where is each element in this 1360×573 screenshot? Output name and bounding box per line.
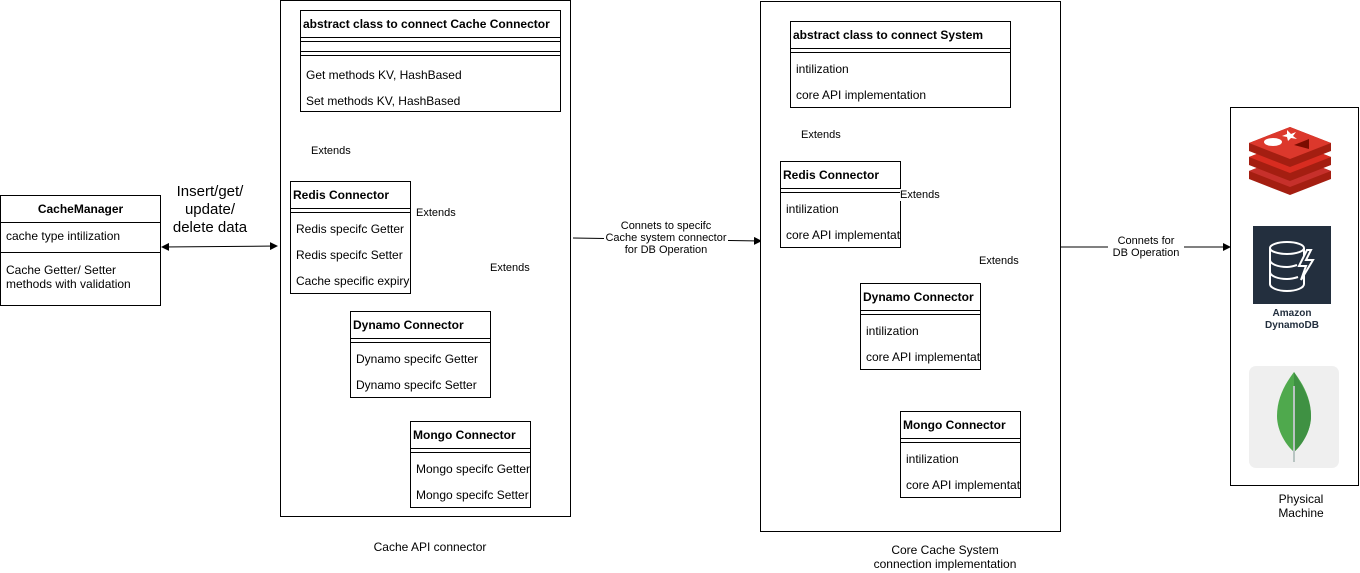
cache-api-caption: Cache API connector (373, 540, 487, 554)
cache-mongo-row: Mongo specifc Getter (416, 462, 531, 476)
insert-label-line: delete data (172, 219, 248, 236)
connects-db-label-line: DB Operation (1112, 247, 1180, 259)
physical-machine-caption: Physical Machine (1251, 492, 1351, 520)
core-cache-caption-line: connection implementation (873, 557, 1017, 571)
connects-label-line: Cache system connector (605, 232, 727, 244)
core-mongo-title: Mongo Connector (903, 418, 1006, 432)
cache-redis-title: Redis Connector (293, 188, 390, 202)
connects-label: Connets to specifc Cache system connecto… (604, 220, 728, 256)
cache-dynamo-title: Dynamo Connector (353, 318, 464, 332)
extends-label-dynamo-right: Extends (900, 189, 940, 201)
cache-manager-row-getter: Cache Getter/ Setter (6, 263, 117, 277)
physical-caption-line: Machine (1278, 506, 1324, 520)
core-dynamo-row: core API implementation (866, 350, 981, 364)
cache-dynamo-row: Dynamo specifc Setter (356, 378, 477, 392)
insert-label-line: Insert/get/ (176, 183, 244, 200)
core-redis-row: intilization (786, 202, 839, 216)
dynamodb-caption-line: DynamoDB (1265, 320, 1319, 331)
core-mongo-row: intilization (906, 452, 959, 466)
connects-label-line: Connets to specifc (620, 220, 712, 232)
core-abstract-title: abstract class to connect System (793, 28, 984, 42)
cache-mongo-connector-class: Mongo Connector Mongo specifc Getter Mon… (410, 421, 531, 508)
extends-label-mongo-right: Extends (979, 255, 1019, 267)
cache-manager-class: CacheManager cache type intilization Cac… (0, 195, 161, 306)
cache-mongo-row: Mongo specifc Setter (416, 488, 529, 502)
physical-caption-line: Physical (1278, 492, 1324, 506)
core-abstract-row: intilization (796, 62, 849, 76)
core-cache-caption: Core Cache System connection implementat… (845, 543, 1045, 571)
cache-dynamo-connector-class: Dynamo Connector Dynamo specifc Getter D… (350, 311, 491, 398)
cache-manager-row-validation: methods with validation (6, 277, 131, 291)
core-abstract-class: abstract class to connect System intiliz… (790, 21, 1011, 108)
core-mongo-row: core API implementation (906, 478, 1021, 492)
cache-redis-row: Redis specifc Getter (296, 222, 405, 236)
core-cache-caption-line: Core Cache System (891, 543, 999, 557)
core-redis-row: core API implementation (786, 228, 901, 242)
core-dynamo-title: Dynamo Connector (863, 290, 974, 304)
cache-abstract-title: abstract class to connect Cache Connecto… (303, 17, 550, 31)
insert-get-label: Insert/get/ update/ delete data (165, 183, 255, 237)
insert-label-line: update/ (184, 201, 236, 218)
cache-abstract-set-methods: Set methods KV, HashBased (306, 94, 461, 108)
cache-abstract-class: abstract class to connect Cache Connecto… (300, 10, 561, 112)
core-mongo-connector-class: Mongo Connector intilization core API im… (900, 411, 1021, 498)
cache-mongo-title: Mongo Connector (413, 428, 516, 442)
mongodb-logo-icon (1249, 366, 1339, 468)
cache-redis-row: Cache specific expiry (296, 274, 410, 288)
dynamodb-caption-line: Amazon (1272, 308, 1312, 319)
extends-label-mongo-left: Extends (490, 262, 530, 274)
connects-label-line: for DB Operation (624, 244, 708, 256)
connects-db-label: Connets for DB Operation (1108, 235, 1184, 259)
dynamodb-caption: Amazon DynamoDB (1245, 308, 1339, 332)
redis-logo-icon (1249, 127, 1331, 195)
extends-label-redis-left: Extends (311, 145, 351, 157)
dynamodb-logo-icon (1253, 226, 1331, 304)
core-redis-connector-class: Redis Connector intilization core API im… (780, 161, 901, 248)
extends-label-dynamo-left: Extends (416, 207, 456, 219)
cache-abstract-get-methods: Get methods KV, HashBased (306, 68, 462, 82)
cache-manager-title: CacheManager (37, 202, 124, 216)
cache-dynamo-row: Dynamo specifc Getter (356, 352, 479, 366)
core-dynamo-row: intilization (866, 324, 919, 338)
insert-get-arrow (161, 242, 278, 251)
cache-redis-connector-class: Redis Connector Redis specifc Getter Red… (290, 181, 411, 294)
core-abstract-row: core API implementation (796, 88, 927, 102)
connects-db-label-line: Connets for (1117, 235, 1175, 247)
core-redis-title: Redis Connector (783, 168, 880, 182)
cache-manager-row-init: cache type intilization (6, 229, 121, 243)
core-dynamo-connector-class: Dynamo Connector intilization core API i… (860, 283, 981, 370)
extends-label-redis-right: Extends (801, 129, 841, 141)
cache-redis-row: Redis specifc Setter (296, 248, 403, 262)
